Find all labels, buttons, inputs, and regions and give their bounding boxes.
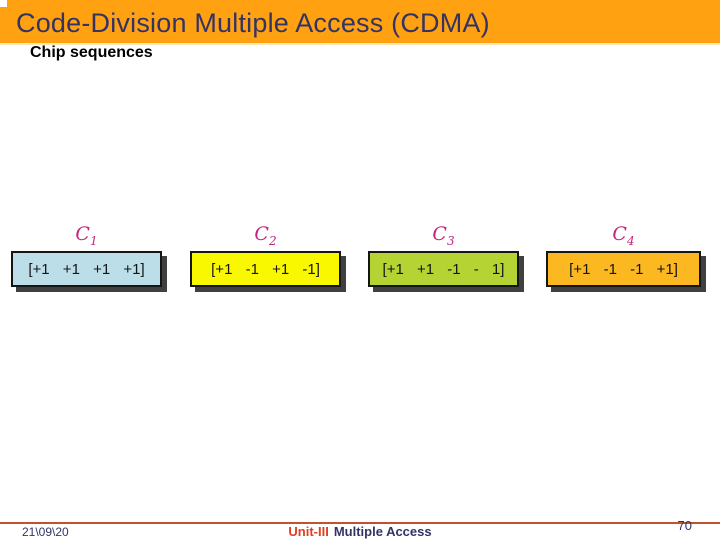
chip-sequence-group-c2: C2 [+1 -1 +1 -1]	[190, 222, 341, 287]
chip-sequence-group-c4: C4 [+1 -1 -1 +1]	[546, 222, 701, 287]
sequence-label-letter: C	[432, 223, 447, 245]
chip-values: [+1 +1 -1 - 1]	[382, 260, 505, 278]
sequence-label-subscript: 4	[626, 233, 635, 248]
chip-sequence-box-c3: [+1 +1 -1 - 1]	[368, 251, 519, 287]
sequence-label-c3: C3	[368, 222, 519, 248]
footer-date: 21\09\20	[22, 525, 69, 539]
sequence-label-subscript: 3	[446, 233, 455, 248]
sequence-label-subscript: 2	[268, 233, 277, 248]
chip-sequence-box-c1: [+1 +1 +1 +1]	[11, 251, 162, 287]
chip-sequence-box-c2: [+1 -1 +1 -1]	[190, 251, 341, 287]
sequence-label-letter: C	[254, 223, 269, 245]
sequence-label-letter: C	[75, 223, 90, 245]
slide-subtitle: Chip sequences	[30, 44, 153, 61]
footer-course: Unit-III Multiple Access	[0, 524, 720, 539]
sequence-label-letter: C	[612, 223, 627, 245]
chip-sequence-box-c4: [+1 -1 -1 +1]	[546, 251, 701, 287]
page-number: 70	[677, 518, 692, 533]
sequence-label-c4: C4	[546, 222, 701, 248]
corner-notch	[0, 0, 7, 7]
footer-unit-label: Unit-III	[288, 524, 329, 539]
header-bar: Code-Division Multiple Access (CDMA)	[0, 0, 720, 45]
chip-values: [+1 -1 -1 +1]	[569, 260, 678, 278]
page-title: Code-Division Multiple Access (CDMA)	[16, 8, 490, 38]
footer-course-title: Multiple Access	[333, 524, 432, 539]
sequence-label-subscript: 1	[89, 233, 98, 248]
sequence-label-c2: C2	[190, 222, 341, 248]
chip-sequence-group-c1: C1 [+1 +1 +1 +1]	[11, 222, 162, 287]
sequence-label-c1: C1	[11, 222, 162, 248]
chip-values: [+1 -1 +1 -1]	[211, 260, 320, 278]
footer-divider	[0, 522, 720, 524]
chip-values: [+1 +1 +1 +1]	[28, 260, 145, 278]
chip-sequence-group-c3: C3 [+1 +1 -1 - 1]	[368, 222, 519, 287]
